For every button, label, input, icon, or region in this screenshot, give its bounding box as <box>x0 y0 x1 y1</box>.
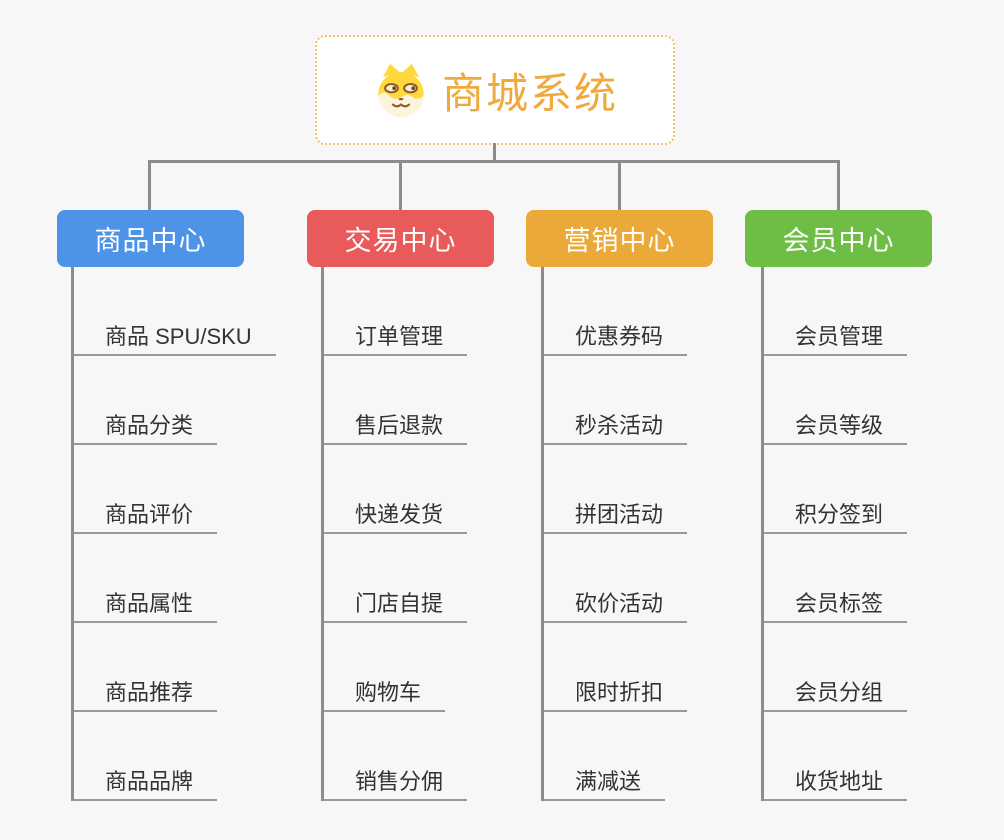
subtopic-spend-save[interactable]: 满减送 <box>544 767 666 801</box>
subtopic-group-buy[interactable]: 拼团活动 <box>544 500 688 534</box>
branch-node-marketing-center[interactable]: 营销中心 <box>526 210 713 267</box>
subtopic-column-product: 商品 SPU/SKU 商品分类 商品评价 商品属性 商品推荐 商品品牌 <box>71 267 276 801</box>
subtopic-member-level[interactable]: 会员等级 <box>764 411 908 445</box>
subtopic-shopping-cart[interactable]: 购物车 <box>324 678 446 712</box>
subtopic-column-trade: 订单管理 售后退款 快递发货 门店自提 购物车 销售分佣 <box>321 267 468 801</box>
subtopic-product-recommend[interactable]: 商品推荐 <box>74 678 218 712</box>
subtopic-product-review[interactable]: 商品评价 <box>74 500 218 534</box>
root-node-mall-system[interactable]: 商城系统 <box>315 35 675 145</box>
subtopic-points-checkin[interactable]: 积分签到 <box>764 500 908 534</box>
connector-bus <box>148 160 840 163</box>
connector-root-stub <box>493 143 496 162</box>
subtopic-aftersale-refund[interactable]: 售后退款 <box>324 411 468 445</box>
subtopic-product-attribute[interactable]: 商品属性 <box>74 589 218 623</box>
subtopic-member-tag[interactable]: 会员标签 <box>764 589 908 623</box>
subtopic-member-management[interactable]: 会员管理 <box>764 322 908 356</box>
subtopic-sales-commission[interactable]: 销售分佣 <box>324 767 468 801</box>
subtopic-product-brand[interactable]: 商品品牌 <box>74 767 218 801</box>
subtopic-order-management[interactable]: 订单管理 <box>324 322 468 356</box>
subtopic-express-delivery[interactable]: 快递发货 <box>324 500 468 534</box>
subtopic-product-category[interactable]: 商品分类 <box>74 411 218 445</box>
subtopic-bargain[interactable]: 砍价活动 <box>544 589 688 623</box>
subtopic-coupon-code[interactable]: 优惠券码 <box>544 322 688 356</box>
doge-icon <box>378 63 424 118</box>
connector-drop-member <box>837 160 840 210</box>
branch-node-product-center[interactable]: 商品中心 <box>57 210 244 267</box>
subtopic-shipping-address[interactable]: 收货地址 <box>764 767 908 801</box>
branch-node-trade-center[interactable]: 交易中心 <box>307 210 494 267</box>
subtopic-column-marketing: 优惠券码 秒杀活动 拼团活动 砍价活动 限时折扣 满减送 <box>541 267 688 801</box>
branch-node-member-center[interactable]: 会员中心 <box>745 210 932 267</box>
connector-drop-marketing <box>618 160 621 210</box>
connector-drop-product <box>148 160 151 210</box>
subtopic-time-discount[interactable]: 限时折扣 <box>544 678 688 712</box>
subtopic-product-spu-sku[interactable]: 商品 SPU/SKU <box>74 322 276 356</box>
subtopic-flash-sale[interactable]: 秒杀活动 <box>544 411 688 445</box>
root-title: 商城系统 <box>441 69 618 117</box>
connector-drop-trade <box>399 160 402 210</box>
subtopic-member-group[interactable]: 会员分组 <box>764 678 908 712</box>
subtopic-store-pickup[interactable]: 门店自提 <box>324 589 468 623</box>
subtopic-column-member: 会员管理 会员等级 积分签到 会员标签 会员分组 收货地址 <box>761 267 908 801</box>
